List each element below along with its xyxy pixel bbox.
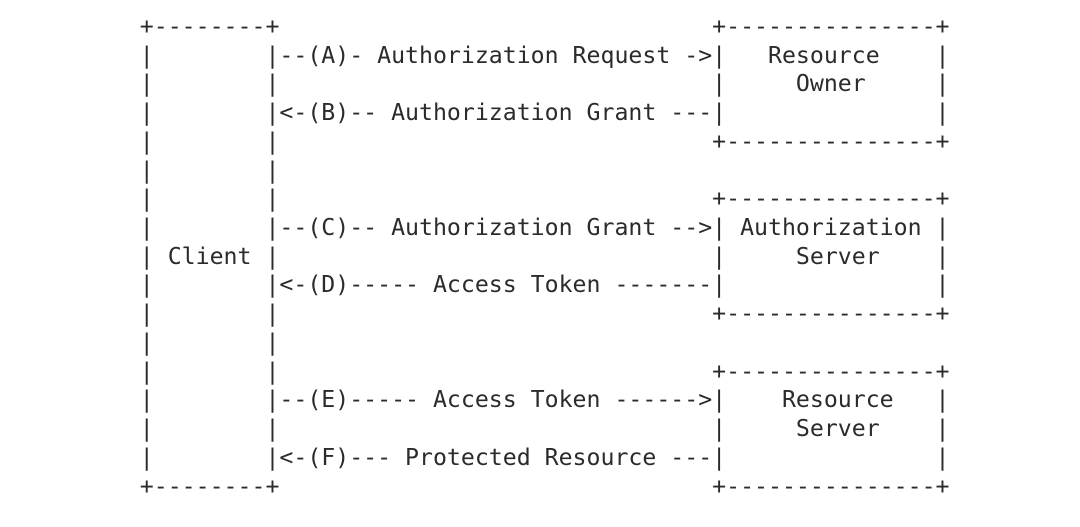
oauth-protocol-flow-ascii-diagram: +--------+ +---------------+ | |--(A)- A… [139,13,950,500]
